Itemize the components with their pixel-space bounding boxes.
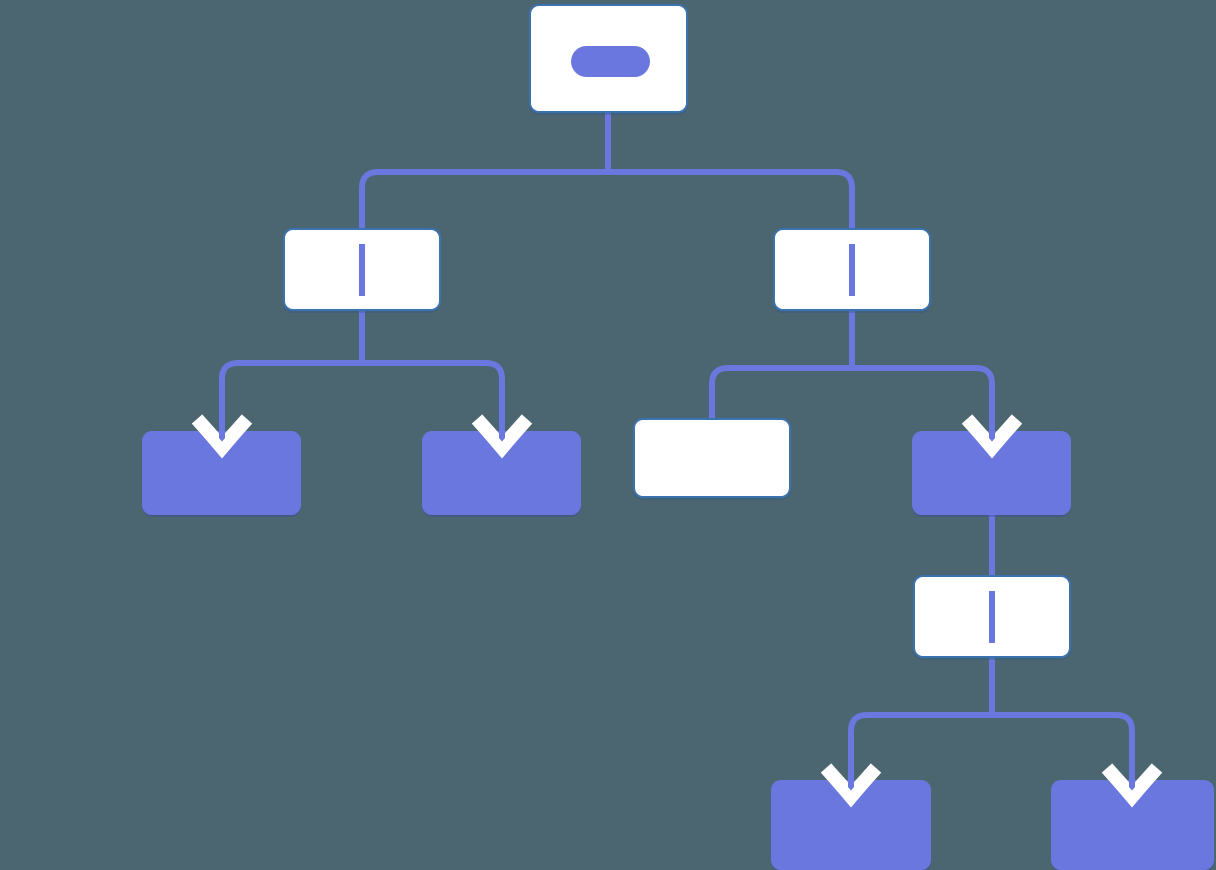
node-n9-label [773, 782, 929, 868]
node-n8[interactable] [913, 575, 1071, 658]
node-n3-label [775, 230, 929, 309]
node-n5[interactable] [422, 431, 581, 515]
node-n2-label [285, 230, 439, 309]
node-n4[interactable] [142, 431, 301, 515]
node-n8-label [915, 577, 1069, 656]
node-n7[interactable] [912, 431, 1071, 515]
node-n1[interactable] [529, 4, 688, 113]
node-n6[interactable] [633, 418, 791, 498]
node-n10-label [1053, 782, 1212, 868]
node-n3[interactable] [773, 228, 931, 311]
node-n10[interactable] [1051, 780, 1214, 870]
node-n7-label [914, 433, 1069, 513]
node-n4-label [144, 433, 299, 513]
node-n6-label [635, 420, 789, 496]
node-n5-label [424, 433, 579, 513]
node-n2[interactable] [283, 228, 441, 311]
node-n9[interactable] [771, 780, 931, 870]
node-n1-redacted-pill [571, 46, 650, 77]
